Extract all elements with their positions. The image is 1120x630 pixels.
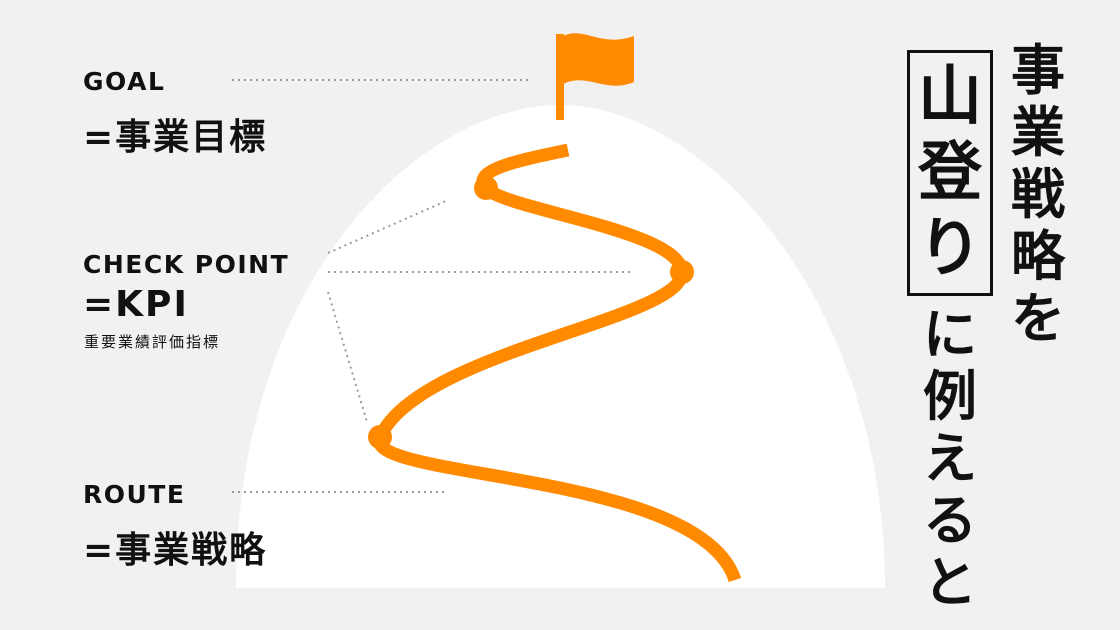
leader-lines <box>232 79 634 493</box>
checkpoint-label: CHECK POINT <box>83 250 290 279</box>
headline-char: と <box>923 551 977 614</box>
headline-char: 山 <box>918 60 982 134</box>
goal-description: =事業目標 <box>83 117 268 158</box>
headline-char: 業 <box>1011 101 1065 164</box>
headline-char: 戦 <box>1011 163 1065 226</box>
checkpoint-subtitle: 重要業績評価指標 <box>84 333 221 351</box>
mountain <box>236 105 885 588</box>
route-description: =事業戦略 <box>83 530 268 571</box>
checkpoint-dot <box>474 176 498 200</box>
headline-part2: 山 登 り に 例 え る と <box>902 46 998 614</box>
goal-label: GOAL <box>83 67 166 96</box>
route-label: ROUTE <box>83 480 186 509</box>
flag-icon <box>556 33 634 120</box>
checkpoint-description: =KPI <box>83 284 189 325</box>
headline-char: り <box>918 212 982 286</box>
headline-char: 登 <box>918 136 982 210</box>
headline-char: る <box>923 489 977 552</box>
headline-char: を <box>1011 287 1065 350</box>
headline-char: 事 <box>1011 39 1065 102</box>
headline-char: 略 <box>1011 225 1065 288</box>
headline-char: に <box>923 303 977 366</box>
headline-char: え <box>923 427 977 490</box>
checkpoint-leader-bottom <box>327 291 368 423</box>
checkpoint-dot <box>368 425 392 449</box>
headline-boxed-phrase: 山 登 り <box>907 50 993 296</box>
headline-char: 例 <box>923 365 977 428</box>
headline-part1: 事 業 戦 略 を <box>1003 40 1073 350</box>
checkpoint-dot <box>670 260 694 284</box>
